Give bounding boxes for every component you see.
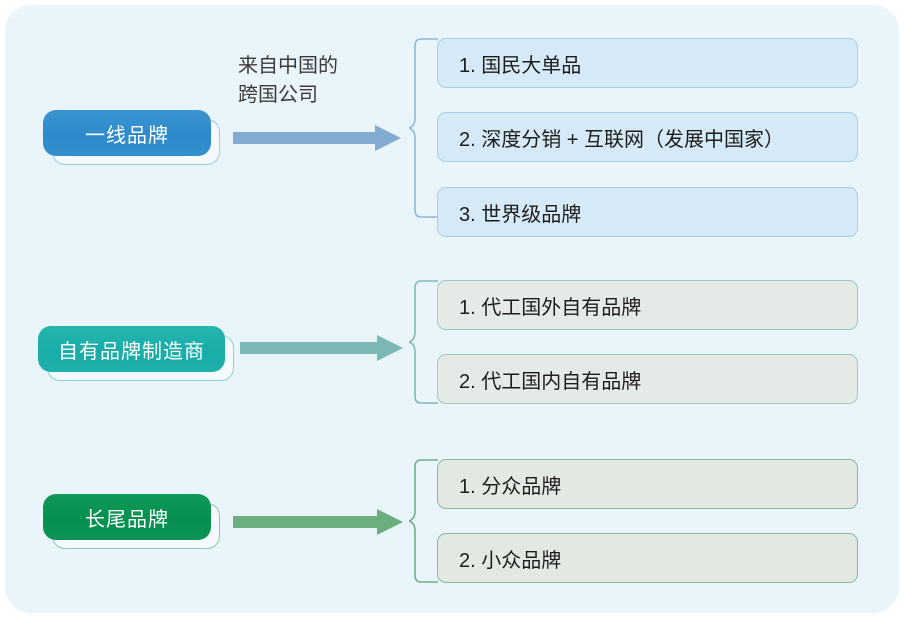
brace-long-tail-brand [406,459,439,588]
arrow-tier-one-brand [233,125,401,156]
category-label-text: 一线品牌 [43,110,211,156]
category-label-tier-one-brand[interactable]: 一线品牌 [43,110,220,165]
item-label: 2. 小众品牌 [459,549,562,572]
item-box[interactable]: 2. 深度分销 + 互联网（发展中国家） [437,112,858,162]
arrow-long-tail-brand [233,509,403,540]
item-label: 1. 分众品牌 [459,475,562,498]
brace-tier-one-brand [406,38,439,223]
item-label: 1. 代工国外自有品牌 [459,296,642,319]
category-label-text: 自有品牌制造商 [38,326,225,372]
item-box[interactable]: 1. 国民大单品 [437,38,858,88]
item-label: 1. 国民大单品 [459,54,582,77]
item-label: 3. 世界级品牌 [459,203,582,226]
item-box[interactable]: 1. 代工国外自有品牌 [437,280,858,330]
item-box[interactable]: 3. 世界级品牌 [437,187,858,237]
category-label-own-brand-manufacturer[interactable]: 自有品牌制造商 [38,326,234,381]
item-box[interactable]: 2. 小众品牌 [437,533,858,583]
item-box[interactable]: 1. 分众品牌 [437,459,858,509]
brace-own-brand-manufacturer [406,280,439,409]
category-label-text: 长尾品牌 [43,494,211,540]
item-box[interactable]: 2. 代工国内自有品牌 [437,354,858,404]
item-label: 2. 代工国内自有品牌 [459,370,642,393]
category-label-long-tail-brand[interactable]: 长尾品牌 [43,494,220,549]
item-label: 2. 深度分销 + 互联网（发展中国家） [459,128,785,151]
note-tier-one-brand: 来自中国的 跨国公司 [238,55,338,106]
arrow-own-brand-manufacturer [240,335,403,366]
